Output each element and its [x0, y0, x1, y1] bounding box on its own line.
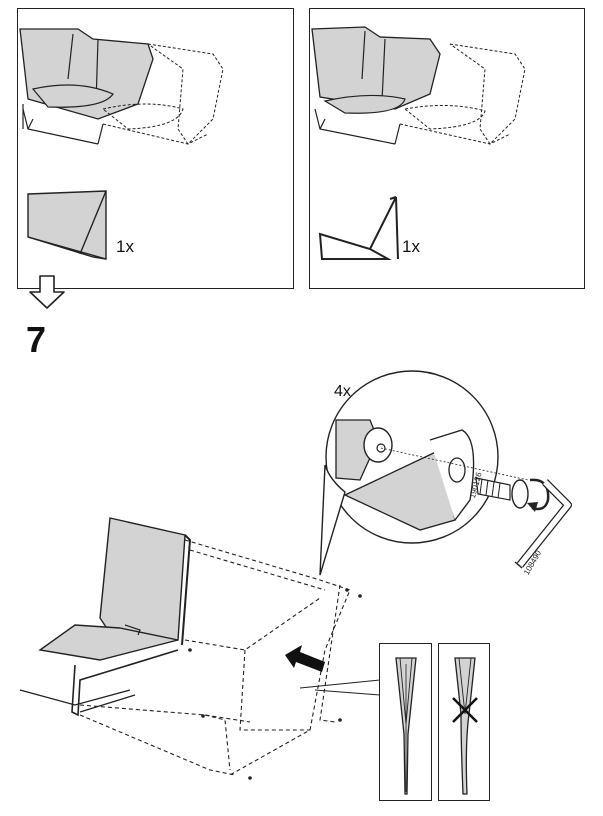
- sofa-section-illustration-left: [19, 28, 224, 260]
- step-number: 7: [26, 319, 47, 360]
- incorrect-profile-illustration: [454, 657, 476, 795]
- detail-quantity-label: 4x: [334, 383, 351, 400]
- correct-orientation-inset: [379, 643, 432, 801]
- previous-step-panel-right: 1x: [309, 8, 585, 289]
- incorrect-orientation-inset: [438, 643, 490, 801]
- cross-icon: [452, 697, 478, 723]
- quantity-label: 1x: [116, 237, 134, 256]
- correct-profile-illustration: [395, 657, 417, 795]
- previous-step-panel-left: 1x: [17, 8, 294, 289]
- sofa-section-illustration-right: [311, 26, 526, 260]
- quantity-label: 1x: [402, 237, 420, 256]
